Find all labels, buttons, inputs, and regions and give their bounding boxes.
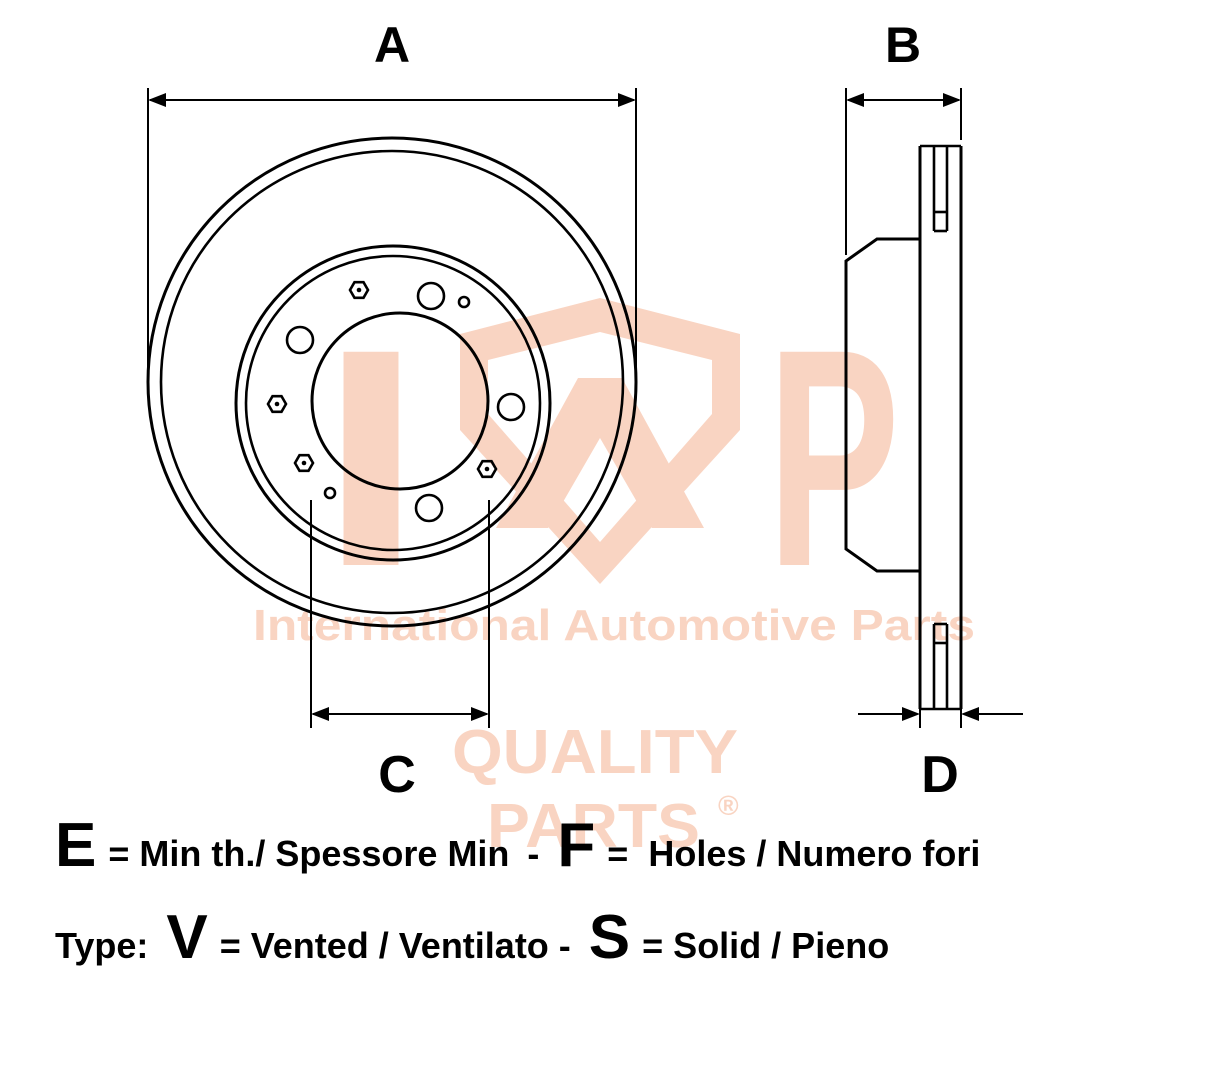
watermark-letter-p: P [767,284,900,631]
legend-row-type: Type: V = Vented / Ventilato - S = Solid… [55,903,1195,973]
hex-nut-icon [293,453,315,473]
legend-s-text: = Solid / Pieno [642,925,890,967]
disc-friction-edge [159,149,625,615]
watermark: I P International Automotive Parts QUALI… [253,284,975,861]
arrowhead-icon [148,93,166,107]
watermark-parts: PARTS [487,792,700,861]
dimension-b [845,88,962,255]
legend-separator: - [527,833,540,874]
arrowhead-icon [902,707,920,721]
center-bore [310,311,490,491]
legend-e-text: = Min th./ Spessore Min [108,833,510,874]
legend-type-label: Type: [55,925,149,967]
arrowhead-icon [471,707,489,721]
legend-v-text: = Vented / Ventilato - [219,925,571,967]
legend-f-text: = Holes / Numero fori [607,833,981,874]
hub-outer-circle [234,244,552,562]
watermark-registered-icon: ® [718,790,739,821]
arrowhead-icon [311,707,329,721]
pin-hole [457,295,471,309]
arrowhead-icon [618,93,636,107]
side-view [844,144,963,711]
hex-nut-icon [476,459,498,479]
hat-profile [844,237,920,573]
dimension-d [858,707,1023,728]
hub-inner-circle [244,254,542,552]
arrowhead-icon [846,93,864,107]
dimension-c [310,500,490,728]
dimension-d-label: D [921,746,959,804]
dimension-a [147,88,637,382]
front-view [146,136,638,628]
legend: E = Min th./ Spessore Min - F = Holes / … [55,811,1195,973]
watermark-quality: QUALITY [452,718,738,787]
legend-key-s: S [588,903,631,973]
arrowhead-icon [961,707,979,721]
legend-key-e: E [55,811,97,880]
dimension-b-label: B [885,17,921,73]
legend-key-f: F [557,811,596,880]
legend-key-v: V [166,903,208,973]
bolt-hole [414,493,444,523]
bolt-hole [416,281,446,311]
bolt-hole [496,392,526,422]
dimension-c-label: C [378,746,416,804]
watermark-shield-icon [460,298,740,584]
bolt-hole [285,325,315,355]
dimension-a-label: A [374,17,410,73]
legend-row-thickness-holes: E = Min th./ Spessore Min - F = Holes / … [55,811,1195,880]
hex-nut-icon [266,394,288,414]
arrowhead-icon [943,93,961,107]
pin-hole [323,486,337,500]
